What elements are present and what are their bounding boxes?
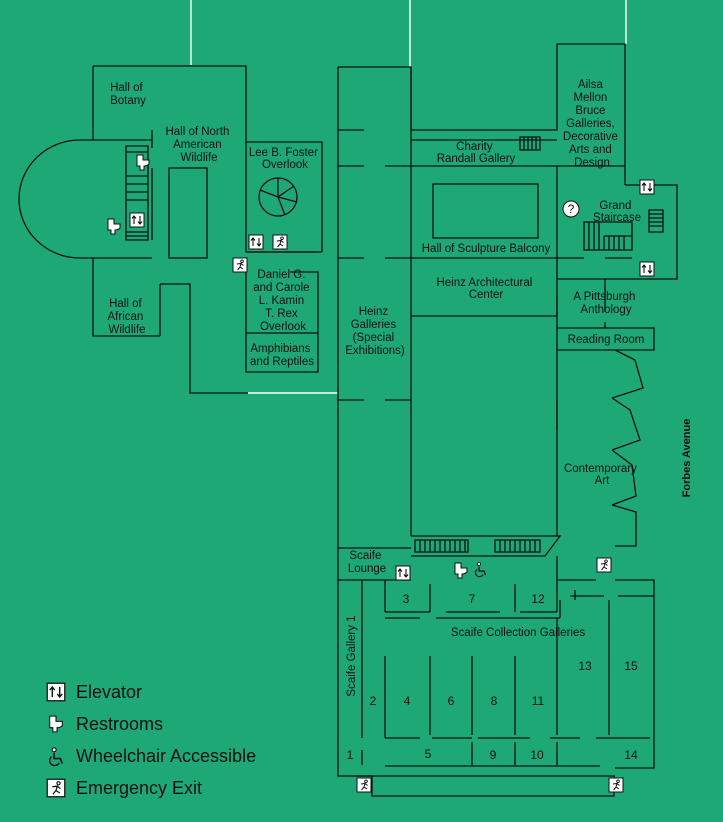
label-heinz-galleries: Heinz Galleries (Special Exhibitions) xyxy=(345,306,405,357)
legend-label: Wheelchair Accessible xyxy=(76,745,257,766)
gallery-number: 9 xyxy=(490,748,497,762)
gallery-number: 3 xyxy=(403,592,410,606)
elevator-icon xyxy=(639,261,655,277)
label-lee-foster-overlook: Lee B. Foster Overlook xyxy=(249,147,321,171)
restroom-icon xyxy=(136,154,150,171)
gallery-number: 15 xyxy=(624,659,638,673)
elevator-icon xyxy=(639,179,655,195)
emergency-exit-icon xyxy=(356,777,372,793)
label-scaife-collection-galleries: Scaife Collection Galleries xyxy=(451,627,585,639)
label-hall-of-botany: Hall of Botany xyxy=(110,82,146,107)
info-marker: ? xyxy=(568,202,575,216)
label-pittsburgh-anthology: A Pittsburgh Anthology xyxy=(573,291,638,316)
info-point xyxy=(562,200,580,218)
label-charity-randall-gallery: Charity Randall Gallery xyxy=(437,141,516,165)
legend-item-elevator: Elevator xyxy=(46,676,256,708)
elevator-icon xyxy=(46,682,66,702)
emergency-exit-icon xyxy=(232,257,248,273)
label-scaife-gallery-1: Scaife Gallery 1 xyxy=(346,615,358,696)
elevator-icon xyxy=(248,234,264,250)
legend-item-restrooms: Restrooms xyxy=(46,708,256,740)
legend-label: Restrooms xyxy=(76,713,164,734)
legend-item-emergency-exit: Emergency Exit xyxy=(46,772,256,804)
label-hall-north-american-wildlife: Hall of North American Wildlife xyxy=(165,126,232,164)
street-label: Forbes Avenue xyxy=(681,419,693,498)
restroom-icon xyxy=(454,562,468,579)
wheelchair-icon xyxy=(48,746,64,766)
label-grand-staircase: Grand Staircase xyxy=(593,200,641,224)
label-contemporary-art: Contemporary Art xyxy=(564,463,640,487)
elevator-icon xyxy=(129,212,145,228)
walls xyxy=(18,43,678,797)
gallery-number: 7 xyxy=(469,592,476,606)
emergency-exit-icon xyxy=(46,778,66,798)
map-legend: Elevator Restrooms Wheelchair Accessible… xyxy=(46,676,256,804)
room-labels: Hall of Botany Hall of North American Wi… xyxy=(108,79,694,762)
gallery-number: 2 xyxy=(370,694,377,708)
gallery-number: 8 xyxy=(491,694,498,708)
gallery-number: 4 xyxy=(404,694,411,708)
map-icons: ? xyxy=(107,154,655,793)
gallery-number: 13 xyxy=(578,659,592,673)
label-scaife-lounge: Scaife Lounge xyxy=(348,550,386,575)
gallery-number: 14 xyxy=(624,748,638,762)
emergency-exit-icon xyxy=(608,777,624,793)
label-hall-african-wildlife: Hall of African Wildlife xyxy=(108,298,147,336)
legend-label: Elevator xyxy=(76,681,143,702)
restroom-icon xyxy=(107,218,121,235)
label-ailsa-mellon-bruce: Ailsa Mellon Bruce Galleries, Decorative… xyxy=(563,79,621,169)
restroom-icon xyxy=(49,715,63,733)
gallery-number: 11 xyxy=(532,694,545,708)
label-amphibians-reptiles: Amphibians and Reptiles xyxy=(250,343,314,368)
label-kamin-trex-overlook: Daniel G. and Carole L. Kamin T. Rex Ove… xyxy=(253,269,312,333)
wheelchair-icon xyxy=(474,561,487,578)
gallery-number: 12 xyxy=(531,592,545,606)
gallery-number: 6 xyxy=(448,694,455,708)
legend-item-wheelchair: Wheelchair Accessible xyxy=(46,740,256,772)
label-hall-sculpture-balcony: Hall of Sculpture Balcony xyxy=(422,243,551,255)
gallery-number: 1 xyxy=(347,748,354,762)
corridor-lines xyxy=(190,0,627,394)
label-heinz-architectural-center: Heinz Architectural Center xyxy=(436,277,535,301)
gallery-number: 5 xyxy=(425,747,432,761)
gallery-number: 10 xyxy=(530,748,544,762)
elevator-icon xyxy=(395,565,411,581)
legend-label: Emergency Exit xyxy=(76,777,203,798)
label-reading-room: Reading Room xyxy=(568,334,645,346)
emergency-exit-icon xyxy=(596,557,612,573)
emergency-exit-icon xyxy=(272,234,288,250)
